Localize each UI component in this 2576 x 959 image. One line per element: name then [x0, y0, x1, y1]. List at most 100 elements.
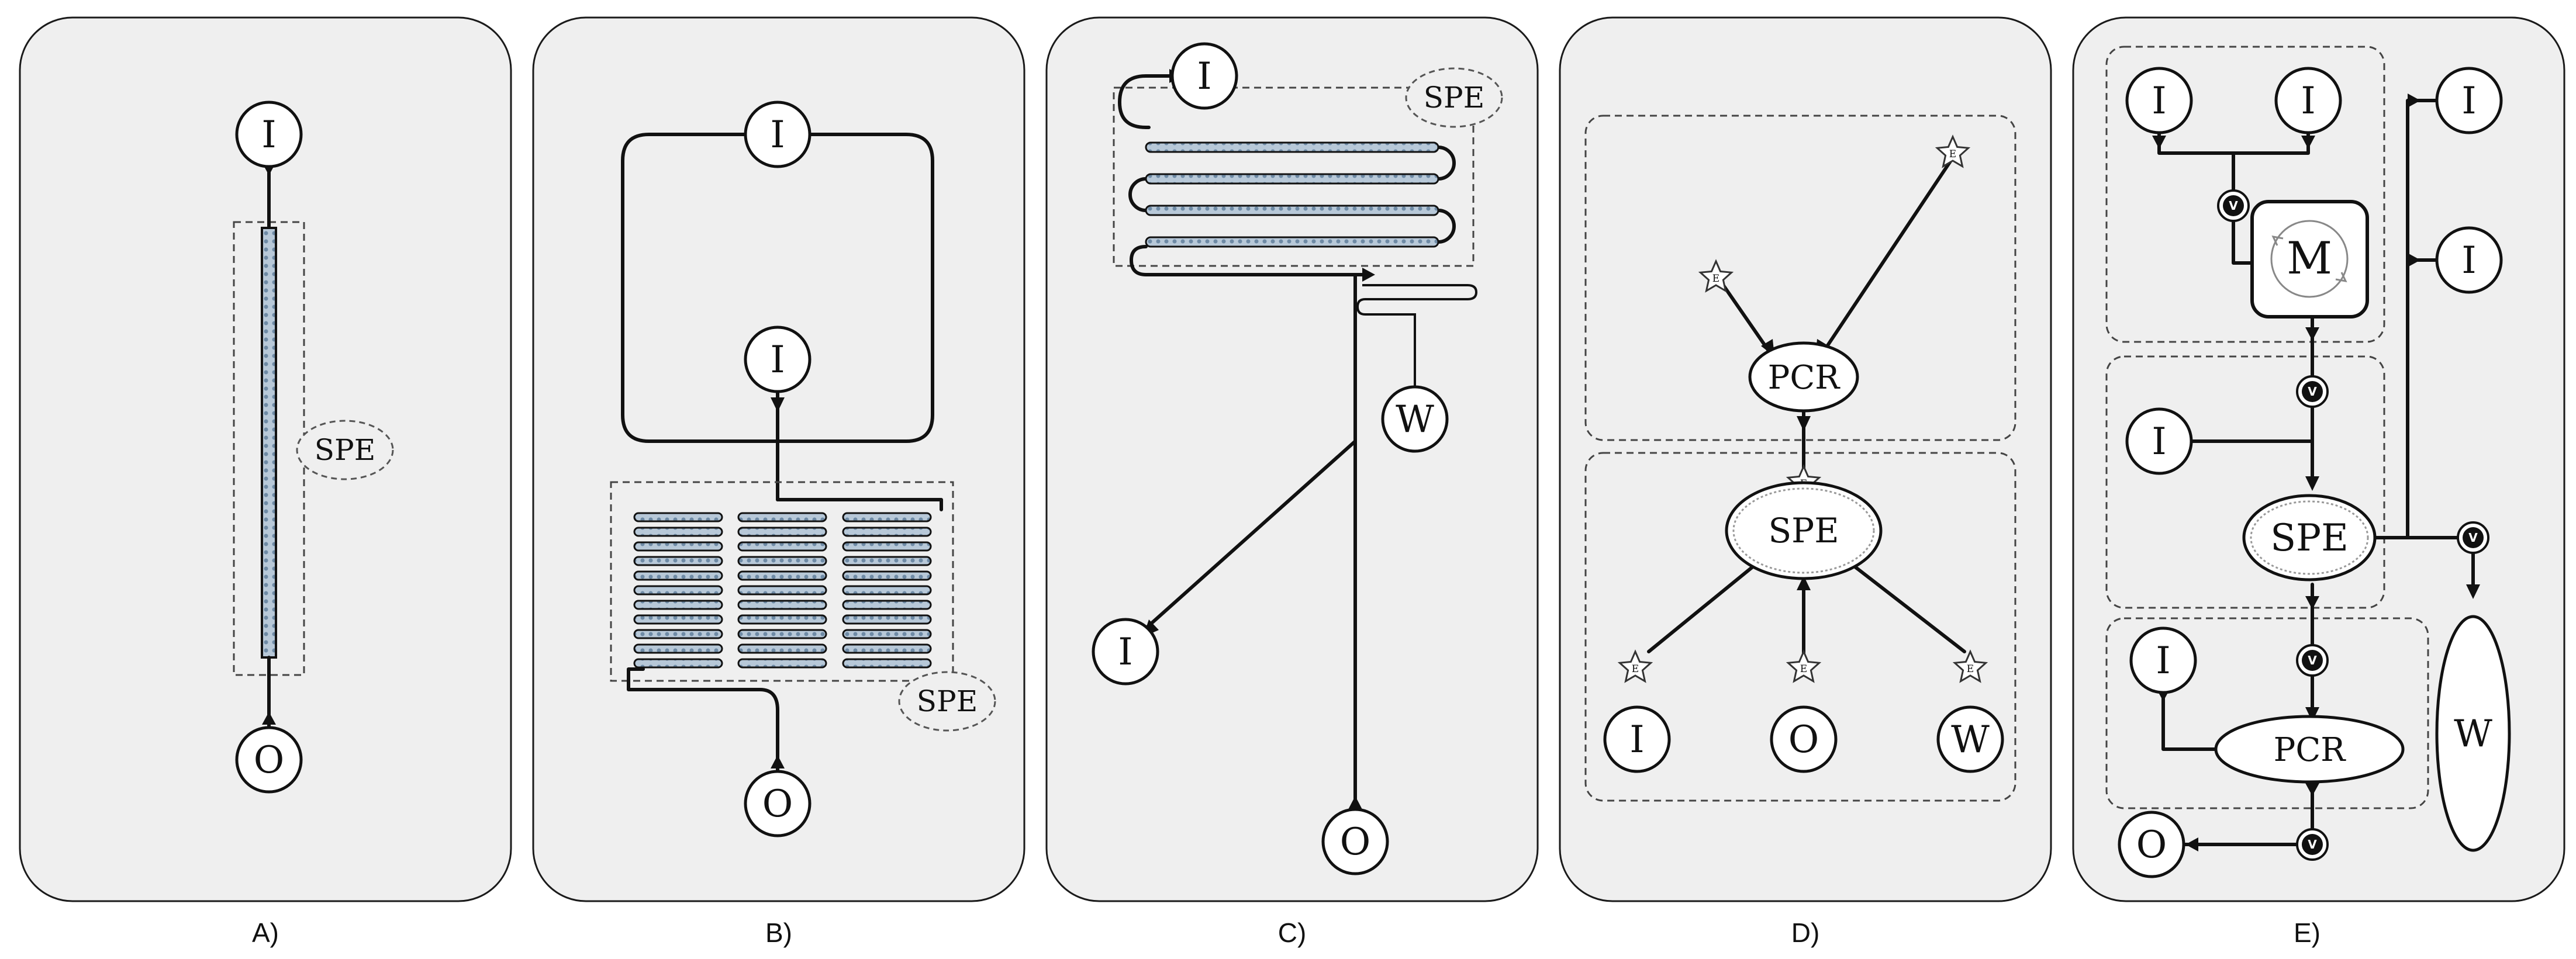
- panel-b-channel-segment: [737, 556, 827, 566]
- panel-d-caption: D): [1791, 918, 1820, 948]
- panel-d-waste-label: W: [1951, 718, 1990, 761]
- panel-b-channel-segment: [633, 527, 723, 537]
- panel-e-inlet-node-3: I: [2435, 67, 2503, 134]
- panel-c-outlet-node: O: [1321, 808, 1389, 875]
- panel-e-waste-label: W: [2454, 712, 2492, 756]
- panel-b-channel-segment: [737, 512, 827, 522]
- panel-b-channel-segment: [842, 585, 932, 596]
- port-star-icon: E: [1617, 649, 1653, 683]
- panel-e-outlet-label: O: [2136, 823, 2167, 867]
- panel-d-pcr-right-link: [1822, 156, 1955, 352]
- panel-c-main-arrow-icon: [1362, 268, 1375, 282]
- panel-e-spe-module-region: [2105, 355, 2385, 609]
- panel-b-channel-segment: [737, 570, 827, 581]
- panel-b-channel-segment: [737, 541, 827, 552]
- panel-e-inlet-label-5: I: [2152, 420, 2166, 463]
- panel-b-channel-segment: [737, 600, 827, 610]
- panel-e-mixer-rotation-icon: [2271, 236, 2284, 246]
- panel-d: EEEEEE PCR SPE I O W D): [1559, 16, 2052, 948]
- panel-d-inlet-node: I: [1603, 705, 1671, 773]
- panel-b-channel-segment: [737, 527, 827, 537]
- panel-d-pcr-module-region: [1584, 115, 2016, 441]
- panel-c-outlet-label: O: [1340, 820, 1370, 864]
- valve-icon: V: [2296, 828, 2329, 861]
- panel-b-feed-channel: [776, 498, 943, 511]
- panel-b-caption: B): [765, 918, 792, 948]
- port-star-label: E: [1712, 273, 1719, 285]
- panel-d-connection-ports: EEEEEE: [1617, 134, 1988, 683]
- panel-e-pcr-module-region: [2105, 617, 2429, 809]
- panel-c-channel-segment: [1145, 141, 1439, 153]
- panel-e-inlet-label-3: I: [2461, 79, 2476, 123]
- panel-b-channel-segment: [633, 643, 723, 654]
- panel-b-channel-segment: [633, 585, 723, 596]
- panel-b-channel-segment: [633, 614, 723, 625]
- panel-b-spe-label: SPE: [917, 684, 978, 718]
- panel-b-spe-region: [610, 481, 954, 682]
- panel-e-input-right-arrow-icon: [2301, 136, 2315, 149]
- port-star-icon: E: [1786, 649, 1822, 683]
- panel-b-channel-segment: [633, 629, 723, 639]
- valve-label: V: [2308, 653, 2317, 667]
- panel-b-channel-segment: [842, 527, 932, 537]
- panel-e-inlet-node-6: I: [2129, 626, 2197, 694]
- panel-d-outlet-label: O: [1788, 718, 1819, 761]
- panel-b-outlet-arrow-icon: [771, 755, 785, 768]
- panel-b: I I O SPE B): [532, 16, 1025, 948]
- valve-icon: V: [2457, 521, 2489, 554]
- panel-e-pcr-in-arrow-icon: [2305, 707, 2319, 722]
- panel-e-mixer-module-region: [2105, 46, 2385, 343]
- panel-e-bus-branch-arrow-icon: [2408, 253, 2420, 267]
- panel-b-channel-segment: [842, 556, 932, 566]
- panel-e-valves: V V V V V: [2217, 189, 2489, 861]
- panel-e-outlet-arrow-icon: [2185, 837, 2198, 851]
- panel-e-mixer-rotation-icon-2: [2335, 272, 2347, 282]
- panel-c-inlet-channel: [1118, 74, 1177, 129]
- panel-b-channel-segment: [737, 658, 827, 669]
- panel-d-pcr-spe-arrow-icon: [1797, 416, 1811, 431]
- panel-a-spe-column: [261, 227, 277, 659]
- panel-c-inlet-label: I: [1197, 55, 1211, 98]
- panel-b-channel-segment: [842, 614, 932, 625]
- panel-b-channel-segment: [737, 629, 827, 639]
- panel-e-mixer-node: M: [2250, 200, 2369, 318]
- panel-e-waste-arrow-icon: [2466, 584, 2480, 599]
- panel-a: I O SPE A): [19, 16, 512, 948]
- panel-c-spe-tag: SPE: [1405, 67, 1503, 128]
- valve-label: V: [2308, 385, 2317, 399]
- panel-c-waste-label: W: [1396, 398, 1434, 441]
- panel-e-spe-node: SPE: [2242, 494, 2377, 581]
- panel-c-inlet-node: I: [1170, 42, 1238, 110]
- panel-a-outlet-label: O: [254, 739, 284, 782]
- panel-b-top-inlet-node: I: [744, 101, 812, 168]
- port-star-icon: E: [1698, 259, 1734, 293]
- panel-d-spe-inlet-link: [1647, 559, 1762, 653]
- panel-e-spe-out-arrow-icon: [2305, 596, 2319, 610]
- panel-b-channel-segment: [842, 570, 932, 581]
- panel-e-inlet-label-6: I: [2156, 639, 2170, 683]
- valve-icon: V: [2217, 189, 2250, 222]
- port-star-icon: E: [1952, 649, 1988, 683]
- panel-b-channel-segment: [842, 643, 932, 654]
- panel-e-inlet-node-5: I: [2125, 407, 2193, 475]
- panel-c-side-inlet-node: I: [1092, 618, 1159, 686]
- panel-e-pcr-inlet-link: [2161, 685, 2218, 751]
- panel-b-channel-segment: [633, 512, 723, 522]
- panel-d-pcr-node: PCR: [1748, 341, 1859, 413]
- panel-b-inner-inlet-label: I: [770, 338, 785, 382]
- panel-c-channel-bend: [1128, 177, 1147, 212]
- panel-e-inlet-label-4: I: [2461, 239, 2476, 282]
- valve-label: V: [2468, 531, 2478, 545]
- panel-c: I W I O SPE C): [1045, 16, 1539, 948]
- panel-e-inlet-label-1: I: [2152, 79, 2166, 123]
- panel-e-pcr-out-arrow-icon: [2305, 783, 2319, 796]
- panel-e-inlet-node-2: I: [2274, 67, 2342, 134]
- panel-c-channel-segment: [1145, 173, 1439, 185]
- panel-a-spe-tag: SPE: [296, 420, 394, 480]
- panel-e-mixer-label: M: [2287, 232, 2332, 284]
- panel-c-spe-label: SPE: [1424, 81, 1484, 115]
- panel-b-channel-segment: [633, 658, 723, 669]
- panel-e: V V V V V I I I I M I: [2072, 16, 2565, 948]
- panel-e-waste-node: W: [2435, 615, 2511, 852]
